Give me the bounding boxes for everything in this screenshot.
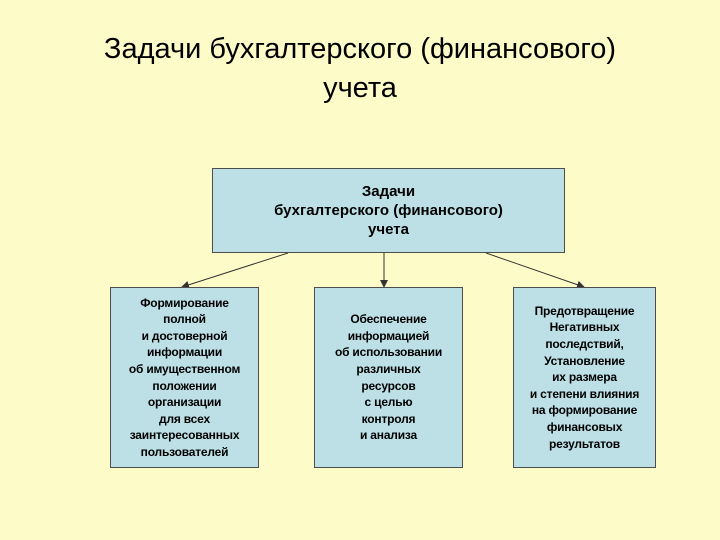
task-box-resource-control: Обеспечение информацией об использовании… — [314, 287, 463, 468]
task-label-reporting: Формирование полной и достоверной информ… — [128, 295, 241, 459]
root-task-box: Задачи бухгалтерского (финансового) учет… — [212, 168, 565, 253]
task-box-reporting: Формирование полной и достоверной информ… — [110, 287, 259, 468]
slide-title: Задачи бухгалтерского (финансового) учет… — [103, 33, 617, 104]
task-label-risk-prevention: Предотвращение Негативных последствий, У… — [529, 303, 640, 451]
root-task-label: Задачи бухгалтерского (финансового) учет… — [274, 183, 503, 238]
task-label-resource-control: Обеспечение информацией об использовании… — [334, 312, 443, 443]
connector-arrow-left — [181, 252, 289, 289]
task-box-risk-prevention: Предотвращение Негативных последствий, У… — [513, 287, 656, 468]
connector-arrow-right — [485, 252, 585, 289]
